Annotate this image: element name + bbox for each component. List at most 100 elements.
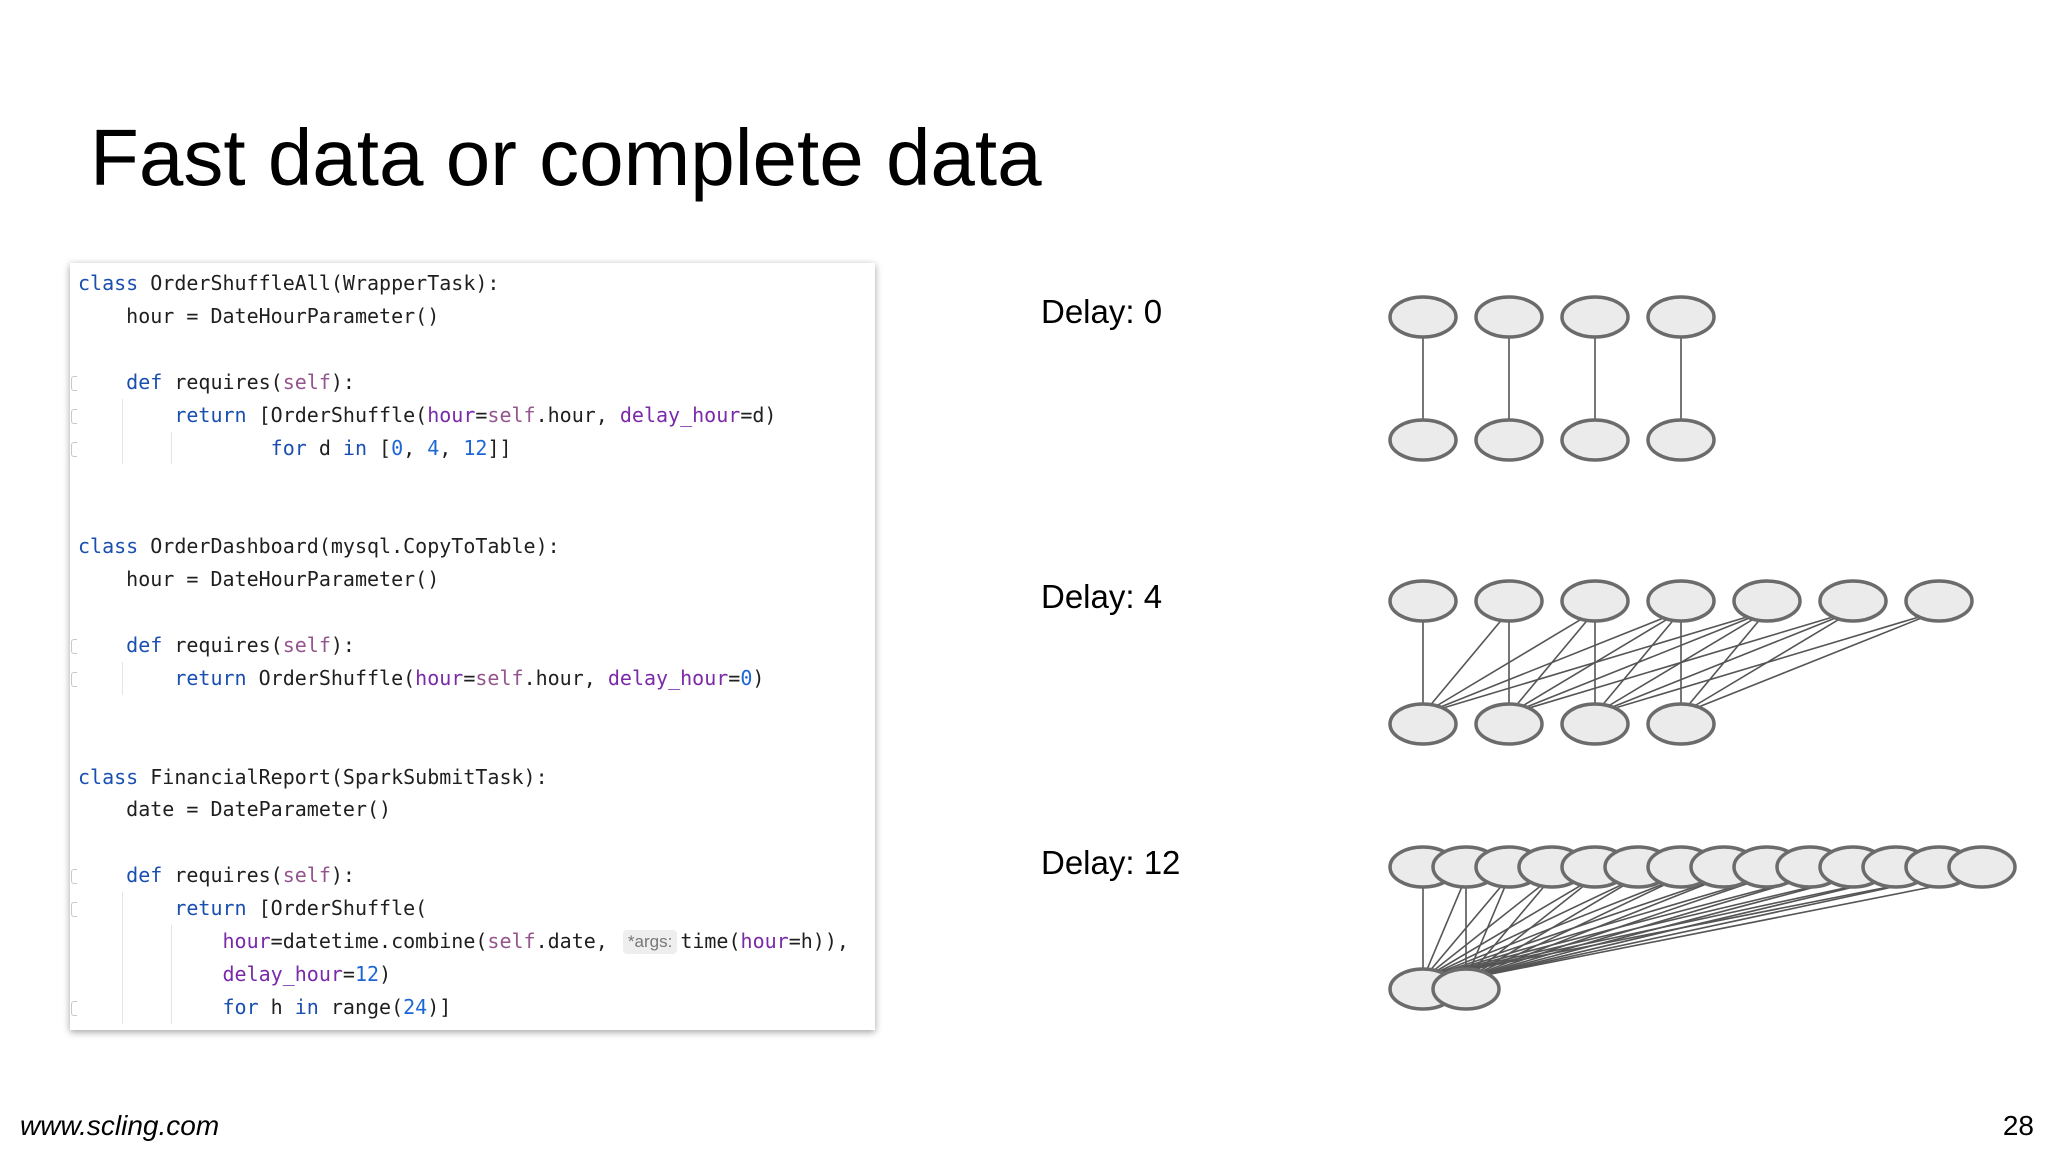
code-token: FinancialReport(SparkSubmitTask):: [150, 764, 548, 789]
code-token: =d): [740, 402, 777, 427]
code-token: self: [487, 402, 536, 427]
dependency-edge: [1465, 876, 1639, 980]
code-token: self: [282, 632, 331, 657]
code-token: ): [752, 665, 765, 690]
output-task-node: [1474, 702, 1544, 746]
code-token: return: [174, 896, 259, 921]
page-number: 28: [2002, 1110, 2034, 1141]
code-token: .date,: [535, 929, 620, 953]
code-token: OrderShuffle(: [258, 665, 416, 690]
code-token: =: [728, 665, 741, 690]
code-token: hour: [415, 665, 464, 690]
code-token: OrderDashboard(mysql.CopyToTable):: [150, 534, 560, 559]
input-task-node: [1646, 579, 1716, 623]
output-task-node: [1388, 418, 1458, 462]
fold-marker-icon[interactable]: [71, 1000, 77, 1016]
code-line: class OrderShuffleAll(WrapperTask):: [78, 267, 499, 300]
code-token: for: [270, 435, 319, 460]
code-token: .hour,: [535, 402, 620, 427]
fold-marker-icon[interactable]: [71, 441, 77, 457]
dependency-edge: [1465, 876, 1682, 980]
delay-label-0: Delay: 0: [1041, 293, 1163, 330]
dependency-edge: [1465, 876, 1510, 980]
code-token: =: [342, 961, 355, 986]
code-token: 4: [427, 435, 440, 460]
delay-label-12: Delay: 12: [1041, 844, 1181, 881]
code-token: requires(: [174, 863, 283, 888]
code-token: self: [282, 863, 331, 888]
code-token: OrderShuffleAll(WrapperTask):: [150, 271, 500, 295]
fold-marker-icon[interactable]: [71, 375, 77, 391]
code-token: ): [379, 961, 392, 986]
input-task-node: [1388, 295, 1458, 339]
indent-guide: [171, 431, 172, 465]
code-line: for h in range(24)]: [78, 991, 452, 1024]
code-token: in: [294, 994, 331, 1019]
code-token: class: [78, 764, 151, 789]
code-token: requires(: [174, 369, 283, 394]
code-token: in: [342, 435, 380, 460]
dependency-edge: [1680, 610, 1854, 715]
dependency-edge: [1422, 610, 1510, 715]
dependency-graph-delay-0: [1388, 295, 1716, 462]
dependency-edge: [1465, 876, 1768, 980]
code-token: ):: [330, 369, 355, 394]
fold-marker-icon[interactable]: [71, 869, 77, 885]
output-task-node: [1388, 702, 1458, 746]
code-line: return [OrderShuffle(hour=self.hour, del…: [78, 399, 776, 432]
code-token: hour = DateHourParameter(): [78, 567, 440, 592]
input-task-node: [1474, 295, 1544, 339]
fold-marker-icon[interactable]: [71, 408, 77, 424]
code-token: 0: [391, 435, 404, 460]
code-token: ,: [439, 435, 464, 460]
dependency-edge: [1508, 610, 1596, 715]
input-task-node: [1818, 579, 1888, 623]
code-line: class OrderDashboard(mysql.CopyToTable):: [78, 530, 560, 563]
code-token: ,: [403, 435, 428, 460]
dependency-edge: [1465, 876, 1725, 980]
fold-marker-icon[interactable]: [71, 902, 77, 918]
code-token: [OrderShuffle(: [258, 402, 428, 427]
code-token: for: [222, 994, 271, 1019]
delay-label-4: Delay: 4: [1041, 578, 1163, 615]
dependency-edge: [1465, 876, 1811, 980]
output-task-node: [1646, 702, 1716, 746]
input-task-node: [1646, 295, 1716, 339]
code-token: ]]: [487, 435, 512, 460]
code-token: date = DateParameter(): [78, 797, 392, 822]
code-token: hour: [427, 402, 476, 427]
output-task-node: [1560, 418, 1630, 462]
code-token: ):: [330, 632, 355, 657]
dependency-edge: [1422, 876, 1467, 980]
dependency-edge: [1465, 876, 1596, 980]
indent-guide: [171, 925, 172, 1024]
fold-marker-icon[interactable]: [71, 671, 77, 687]
code-token: [OrderShuffle(: [258, 896, 428, 921]
code-line: def requires(self):: [78, 366, 355, 399]
code-token: =: [463, 665, 476, 690]
dependency-graph-delay-4: [1388, 579, 1974, 746]
dependency-edge: [1465, 876, 1854, 980]
dependency-edge: [1465, 876, 1897, 980]
dependency-edge: [1465, 876, 1983, 980]
code-token: self: [487, 929, 536, 953]
code-token: def: [126, 863, 175, 888]
input-task-node: [1388, 579, 1458, 623]
code-token: ):: [330, 863, 355, 888]
code-token: delay_hour: [222, 961, 343, 986]
indent-guide: [122, 398, 123, 465]
input-task-node: [1904, 579, 1974, 623]
code-token: hour = DateHourParameter(): [78, 303, 440, 328]
code-token: 12: [463, 435, 488, 460]
code-token: self: [282, 369, 331, 394]
code-token: =datetime.combine(: [270, 929, 488, 953]
code-line: for d in [0, 4, 12]]: [78, 432, 512, 465]
fold-marker-icon[interactable]: [71, 638, 77, 654]
code-line: hour=datetime.combine(self.date, *args:t…: [78, 925, 849, 958]
output-task-node: [1431, 967, 1501, 1011]
dependency-edge: [1680, 610, 1940, 715]
code-token: =h)),: [788, 929, 849, 953]
code-screenshot-panel: class OrderShuffleAll(WrapperTask): hour…: [70, 263, 875, 1030]
output-task-node: [1646, 418, 1716, 462]
